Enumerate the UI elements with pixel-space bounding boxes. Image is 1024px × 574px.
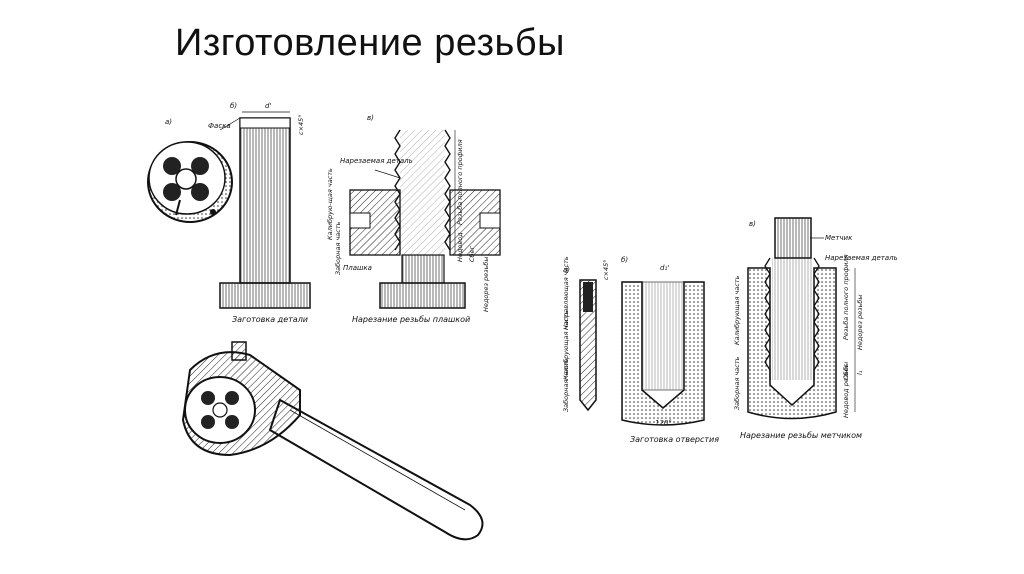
- runout-label: Сбег: [468, 245, 476, 262]
- caption-tap-cutting: Нарезание резьбы метчиком: [740, 431, 862, 440]
- caption-blank-part: Заготовка детали: [232, 315, 308, 324]
- dim-c: c×45°: [297, 114, 305, 135]
- tap-figure-a: а) Направляющая часть Калибрующая часть …: [562, 256, 597, 412]
- right-undercut-label: Недовод резьбы: [842, 362, 850, 418]
- guide-part-label: Направляющая часть: [562, 256, 570, 330]
- right-label-a: а): [563, 266, 570, 274]
- right-runout-label: Сбег: [842, 363, 850, 380]
- right-dim-c: c×45°: [602, 259, 610, 280]
- dim-d: d': [265, 102, 271, 110]
- calibrating-label: Калибрую-щая часть: [326, 168, 334, 240]
- die-wrench-illustration: [181, 341, 484, 541]
- blank-part-b: б) d' c×45° Заготовка детали: [219, 102, 311, 324]
- chamfer-label: Фаска: [208, 122, 231, 130]
- intake-part-label: Заборная часть: [562, 358, 570, 412]
- underthread-label: Недорез резьбы: [482, 256, 490, 312]
- hole-blank-b: б) d₁' c×45° 120° Заготовка отверстия: [602, 256, 719, 444]
- label-b: б): [230, 102, 237, 110]
- die-cutting-v: в) Нарезаемая деталь Калибрую-щая часть …: [326, 114, 501, 324]
- angle-label: 120°: [655, 419, 672, 427]
- tap-label: Метчик: [825, 234, 853, 242]
- right-label-v: в): [749, 220, 756, 228]
- right-label-b: б): [621, 256, 628, 264]
- intake-label: Заборная часть: [334, 221, 342, 275]
- caption-hole-blank: Заготовка отверстия: [630, 435, 719, 444]
- right-l-label: l₁: [856, 370, 864, 375]
- right-threaded-part-label: Нарезаемая деталь: [825, 254, 898, 262]
- right-underthread-label: Недорез резьбы: [856, 294, 864, 350]
- label-v: в): [367, 114, 374, 122]
- slide-title: Изготовление резьбы: [175, 22, 565, 64]
- undercut-label: Недовод: [456, 232, 464, 262]
- caption-die-cutting: Нарезание резьбы плашкой: [352, 315, 470, 324]
- right-intake-label: Заборная часть: [733, 356, 741, 410]
- full-thread-label: Резьба полного профиля: [456, 139, 464, 225]
- calibrating-part-label: Калибрующая часть: [562, 310, 570, 380]
- die-label: Плашка: [343, 264, 372, 272]
- right-full-thread-label: Резьба полного профиля: [842, 254, 850, 340]
- label-a: а): [165, 118, 172, 126]
- die-figure-a: а) Фаска: [147, 117, 241, 223]
- threaded-part-label: Нарезаемая деталь: [340, 157, 413, 165]
- right-calibrating-label: Калибрующая часть: [733, 275, 741, 345]
- tap-cutting-v: в) Метчик Нарезаемая деталь Калибрующая …: [733, 217, 898, 440]
- dim-d1: d₁': [660, 264, 669, 272]
